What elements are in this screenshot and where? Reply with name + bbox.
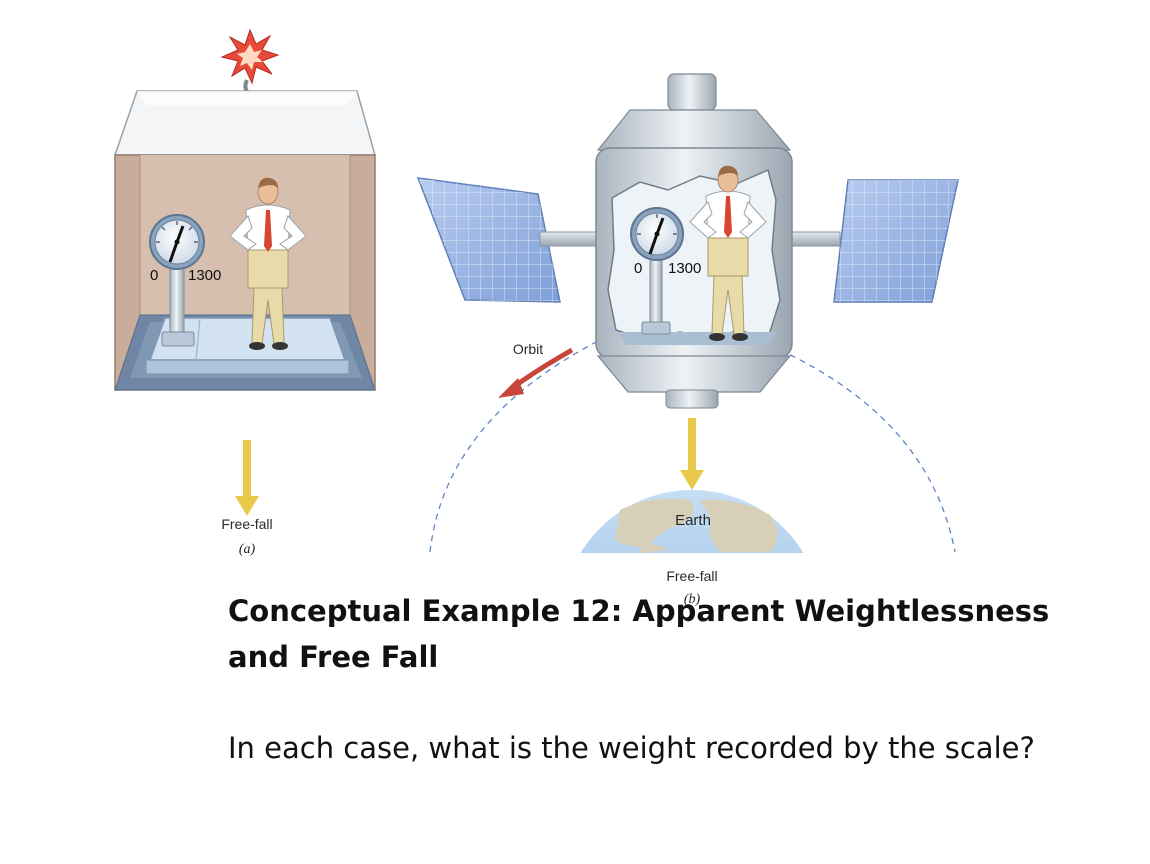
orbit-path — [429, 339, 956, 553]
free-fall-label-b: Free-fall — [666, 568, 717, 584]
solar-panel-left — [416, 177, 561, 303]
scale-dial-b — [630, 207, 684, 261]
orbit-label: Orbit — [513, 341, 543, 357]
scale-min-a: 0 — [150, 267, 158, 284]
space-station — [595, 73, 793, 409]
panel-label-b: (b) — [684, 592, 701, 607]
free-fall-arrow-a — [235, 440, 259, 516]
elevator-box: 0 1300 — [113, 28, 376, 391]
scale-dial-a — [149, 214, 205, 270]
scale-max-a: 1300 — [188, 267, 221, 284]
slide-question: In each case, what is the weight recorde… — [228, 731, 1035, 765]
slide-title: Conceptual Example 12: Apparent Weightle… — [228, 594, 1050, 674]
earth-icon — [580, 490, 804, 553]
panel-label-a: (a) — [239, 542, 256, 557]
man-figure-a — [229, 177, 307, 350]
orbit-arrow — [498, 347, 574, 398]
earth-label: Earth — [675, 512, 711, 529]
man-figure-b — [689, 165, 767, 341]
scale-min-b: 0 — [634, 260, 642, 277]
free-fall-label-a: Free-fall — [221, 516, 272, 532]
solar-panel-right — [833, 179, 959, 303]
free-fall-arrow-b — [680, 418, 704, 490]
scale-max-b: 1300 — [668, 260, 701, 277]
